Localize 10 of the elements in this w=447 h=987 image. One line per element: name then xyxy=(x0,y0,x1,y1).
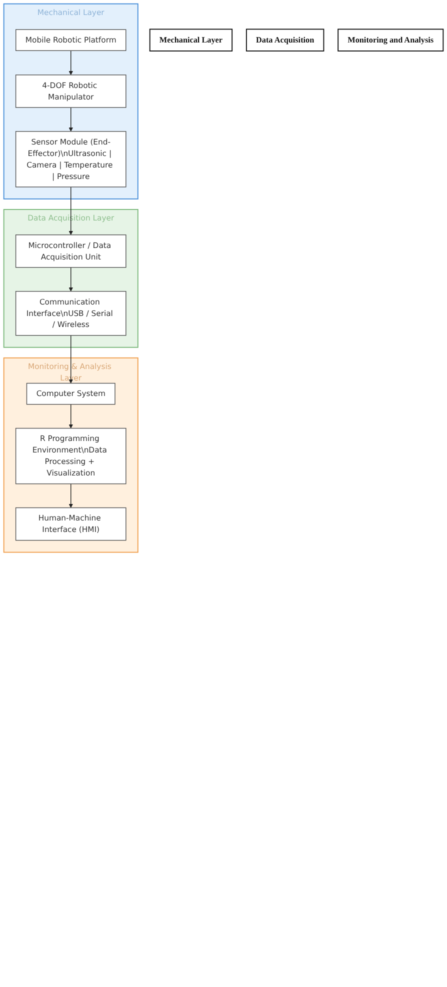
arrow xyxy=(68,186,73,236)
node-box: Mechanical Layer xyxy=(149,28,233,52)
arrow xyxy=(68,483,73,508)
node-box: Monitoring and Analysis xyxy=(338,28,444,52)
arrow xyxy=(68,335,73,384)
arrow xyxy=(68,267,73,292)
node-box: Data Acquisition xyxy=(246,28,324,52)
arrow xyxy=(68,50,73,76)
arrow xyxy=(68,107,73,132)
arrow xyxy=(68,404,73,428)
